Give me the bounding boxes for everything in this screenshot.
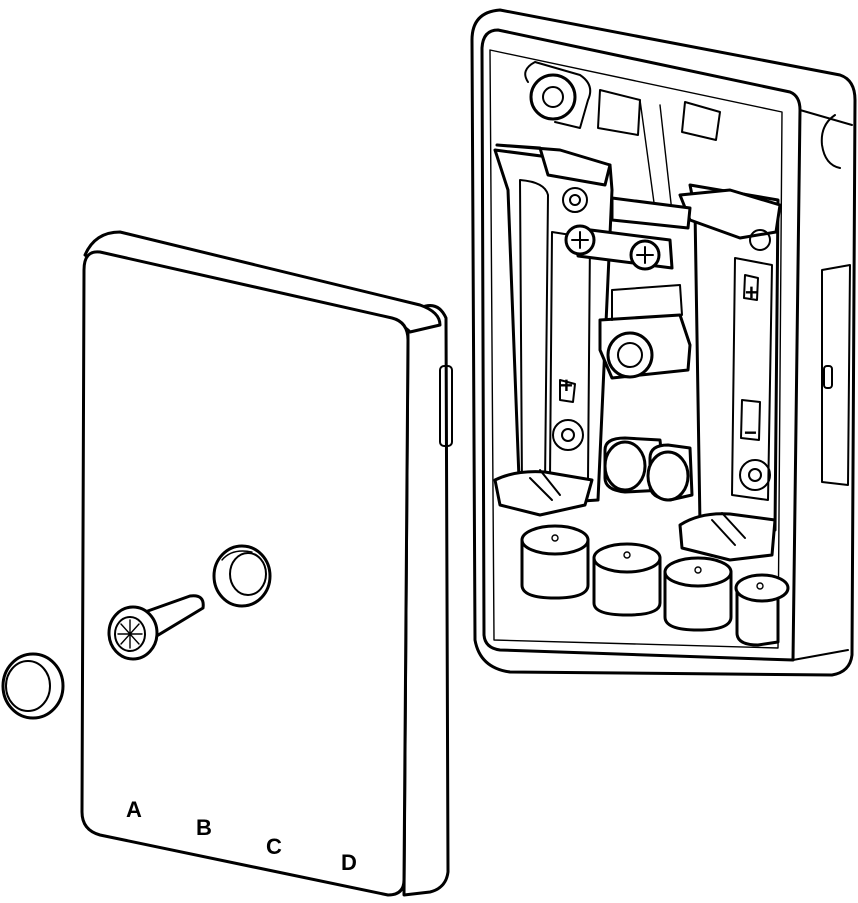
polarity-right-bottom: −: [744, 420, 757, 445]
housing-mount-hole: [529, 73, 577, 121]
terminal-a: [520, 524, 590, 556]
polarity-left: +: [560, 373, 573, 398]
housing-right-side: [792, 109, 853, 661]
cylinder-right: [646, 450, 690, 502]
terminal-row: [520, 524, 790, 647]
polarity-right-top: +: [745, 280, 758, 305]
terminal-c: [663, 556, 733, 588]
cover-side-tab: [439, 365, 453, 447]
battery-bay-right: + −: [678, 183, 782, 562]
housing: + + −: [470, 8, 857, 677]
centre-post-hole: [606, 331, 654, 379]
cover-cap: [1, 652, 65, 720]
label-b: B: [196, 815, 212, 840]
label-c: C: [266, 834, 282, 859]
front-cover: A B C D: [80, 230, 453, 897]
housing-side-slot: [823, 365, 833, 389]
housing-inner-rim-line: [489, 49, 783, 649]
centre-bridge: [564, 196, 694, 502]
cable-hole: [212, 544, 272, 608]
cover-side: [402, 304, 450, 897]
label-d: D: [341, 850, 357, 875]
cylinder-left: [603, 440, 647, 492]
label-a: A: [126, 797, 142, 822]
housing-side-notch: [820, 114, 841, 169]
cover-screw: [107, 594, 205, 661]
